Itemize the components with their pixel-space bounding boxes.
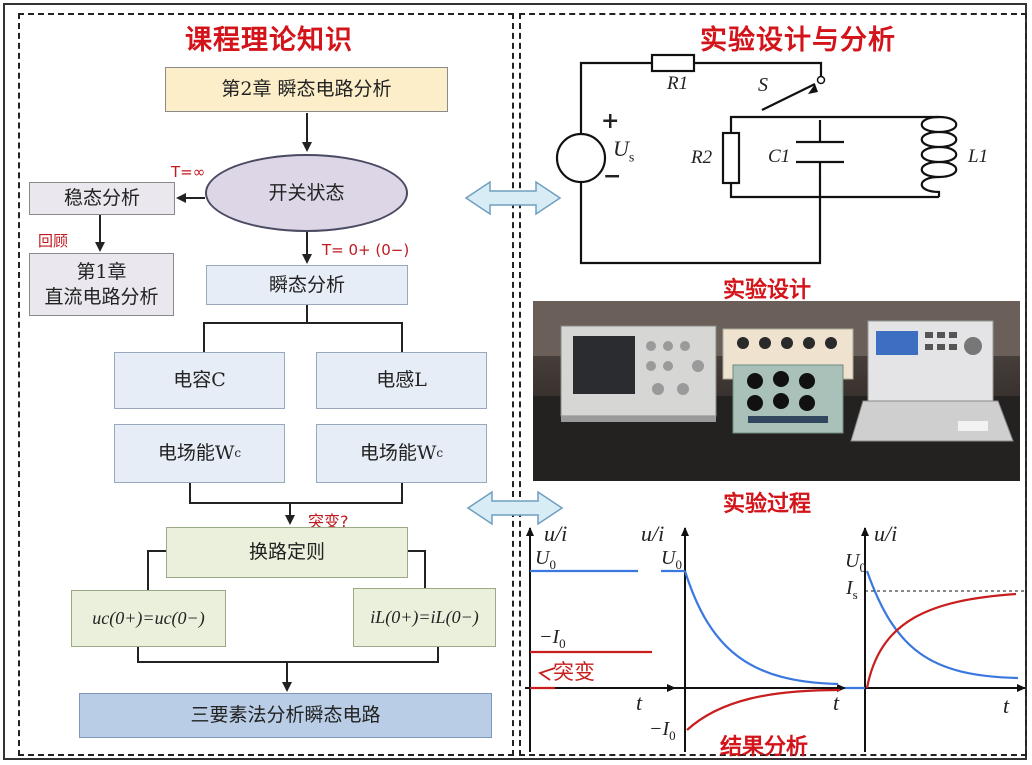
source-minus: − [603, 163, 622, 189]
graph2-ylabel: u/i [641, 521, 665, 546]
graph1-neg-i0: −I0 [539, 626, 566, 652]
right-panel [519, 13, 1027, 756]
t-infinity-label: T=∞ [171, 163, 206, 181]
double-arrow-upper [464, 180, 562, 216]
graph2-u0: U0 [661, 547, 682, 573]
lab-equipment-drawing [533, 301, 1020, 481]
result-caption: 结果分析 [720, 734, 809, 760]
capacitor-box: 电容C [114, 352, 285, 409]
graph2-u0-sub: 0 [675, 557, 682, 572]
process-caption: 实验过程 [723, 491, 812, 517]
il-rule-box: iL(0+)=iL(0−) [353, 588, 496, 647]
uc-rule-box: uc(0+)=uc(0−) [71, 590, 226, 647]
graph1-ylabel: u/i [544, 521, 568, 546]
l1-label: L1 [968, 146, 989, 167]
sudden-question-label: 突变? [308, 512, 349, 531]
graph3-u0-sub: 0 [859, 560, 866, 575]
double-arrow-lower [466, 490, 564, 526]
graph1-sudden-label: 突变 [553, 660, 595, 684]
graph3-is-text: I [846, 577, 853, 599]
switch-state-ellipse: 开关状态 [205, 154, 408, 232]
steady-analysis-box: 稳态分析 [29, 182, 175, 215]
inductor-box: 电感L [316, 352, 487, 409]
graph2-xlabel: t [833, 690, 840, 715]
r1-label: R1 [667, 73, 689, 94]
graph1-u0-sub: 0 [549, 557, 556, 572]
source-plus: + [601, 108, 620, 134]
field-energy-c-sub: c [234, 445, 242, 460]
source-label-u: U [613, 136, 629, 161]
graph2-neg-i0: −I0 [649, 718, 676, 744]
graph3-is-sub: s [852, 587, 858, 602]
r2-label: R2 [691, 147, 713, 168]
left-panel-title: 课程理论知识 [185, 25, 353, 56]
graph3-ylabel: u/i [874, 521, 898, 546]
chapter2-box: 第2章 瞬态电路分析 [165, 67, 448, 112]
graph2-u0-text: U [661, 547, 676, 569]
field-energy-l-text: 电场能W [359, 442, 437, 465]
graph1-neg-i0-text: −I [539, 626, 560, 648]
left-panel [18, 13, 514, 756]
graph1-u0-text: U [535, 547, 550, 569]
chapter1-box: 第1章 直流电路分析 [29, 253, 174, 316]
graph1-xlabel: t [636, 690, 643, 715]
graph3-u0: U0 [845, 550, 866, 576]
c1-label: C1 [768, 146, 791, 167]
design-caption: 实验设计 [723, 277, 812, 303]
field-energy-c-text: 电场能W [157, 442, 235, 465]
graph2-neg-i0-sub: 0 [669, 728, 676, 743]
switch-label: S [758, 74, 768, 96]
three-element-box: 三要素法分析瞬态电路 [79, 693, 492, 738]
graph3-xlabel: t [1003, 693, 1010, 718]
field-energy-l-sub: c [436, 445, 444, 460]
source-label: Us [613, 136, 634, 166]
graph1-u0: U0 [535, 547, 556, 573]
right-panel-title: 实验设计与分析 [700, 25, 896, 56]
t-zero-label: T= 0+ (0−) [322, 241, 410, 259]
graph1-neg-i0-sub: 0 [559, 636, 566, 651]
review-label: 回顾 [38, 232, 69, 250]
graph3-u0-text: U [845, 550, 860, 572]
chapter1-line1: 第1章 [76, 260, 127, 283]
graph2-neg-i0-text: −I [649, 718, 670, 740]
lab-equipment-photo [533, 301, 1020, 481]
transient-analysis-box: 瞬态分析 [206, 265, 408, 305]
switching-rule-box: 换路定则 [166, 527, 408, 578]
graph3-is: Is [846, 577, 858, 603]
source-label-sub: s [628, 150, 635, 166]
chapter1-line2: 直流电路分析 [44, 285, 159, 308]
